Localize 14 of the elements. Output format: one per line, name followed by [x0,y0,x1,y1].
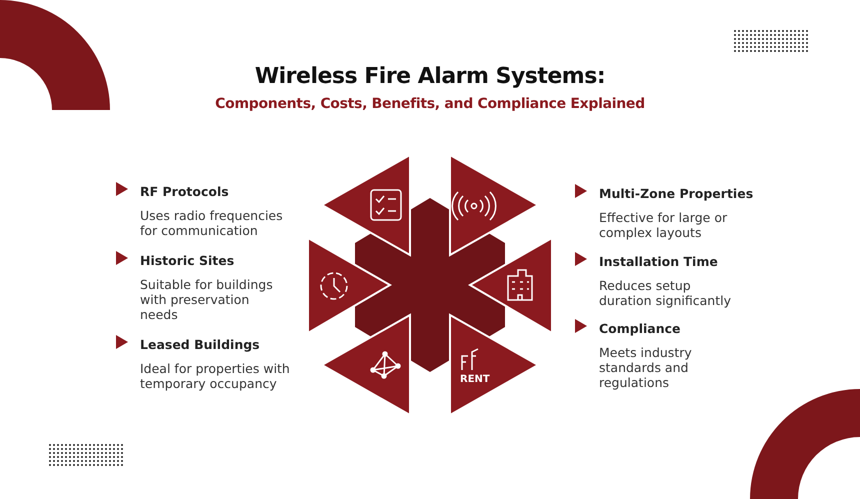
item-description: Effective for large or complex layouts [599,210,728,240]
item-heading: RF Protocols [140,184,229,199]
item-description: Uses radio frequencies for communication [140,208,284,238]
item-heading: Historic Sites [140,253,234,268]
item-description: Meets industry standards and regulations [599,345,693,390]
item-heading: Multi-Zone Properties [599,186,754,201]
item-heading: Leased Buildings [140,337,260,352]
title: Wireless Fire Alarm Systems: [254,64,606,89]
item-heading: Compliance [599,321,681,336]
subtitle: Components, Costs, Benefits, and Compliance Explained [214,96,646,112]
item-heading: Installation Time [599,254,718,269]
item-description: Ideal for properties with temporary occupancy [140,361,291,391]
item-description: Reduces setup duration significantly [599,278,732,308]
item-description: Suitable for buildings with preservation needs [140,277,274,322]
